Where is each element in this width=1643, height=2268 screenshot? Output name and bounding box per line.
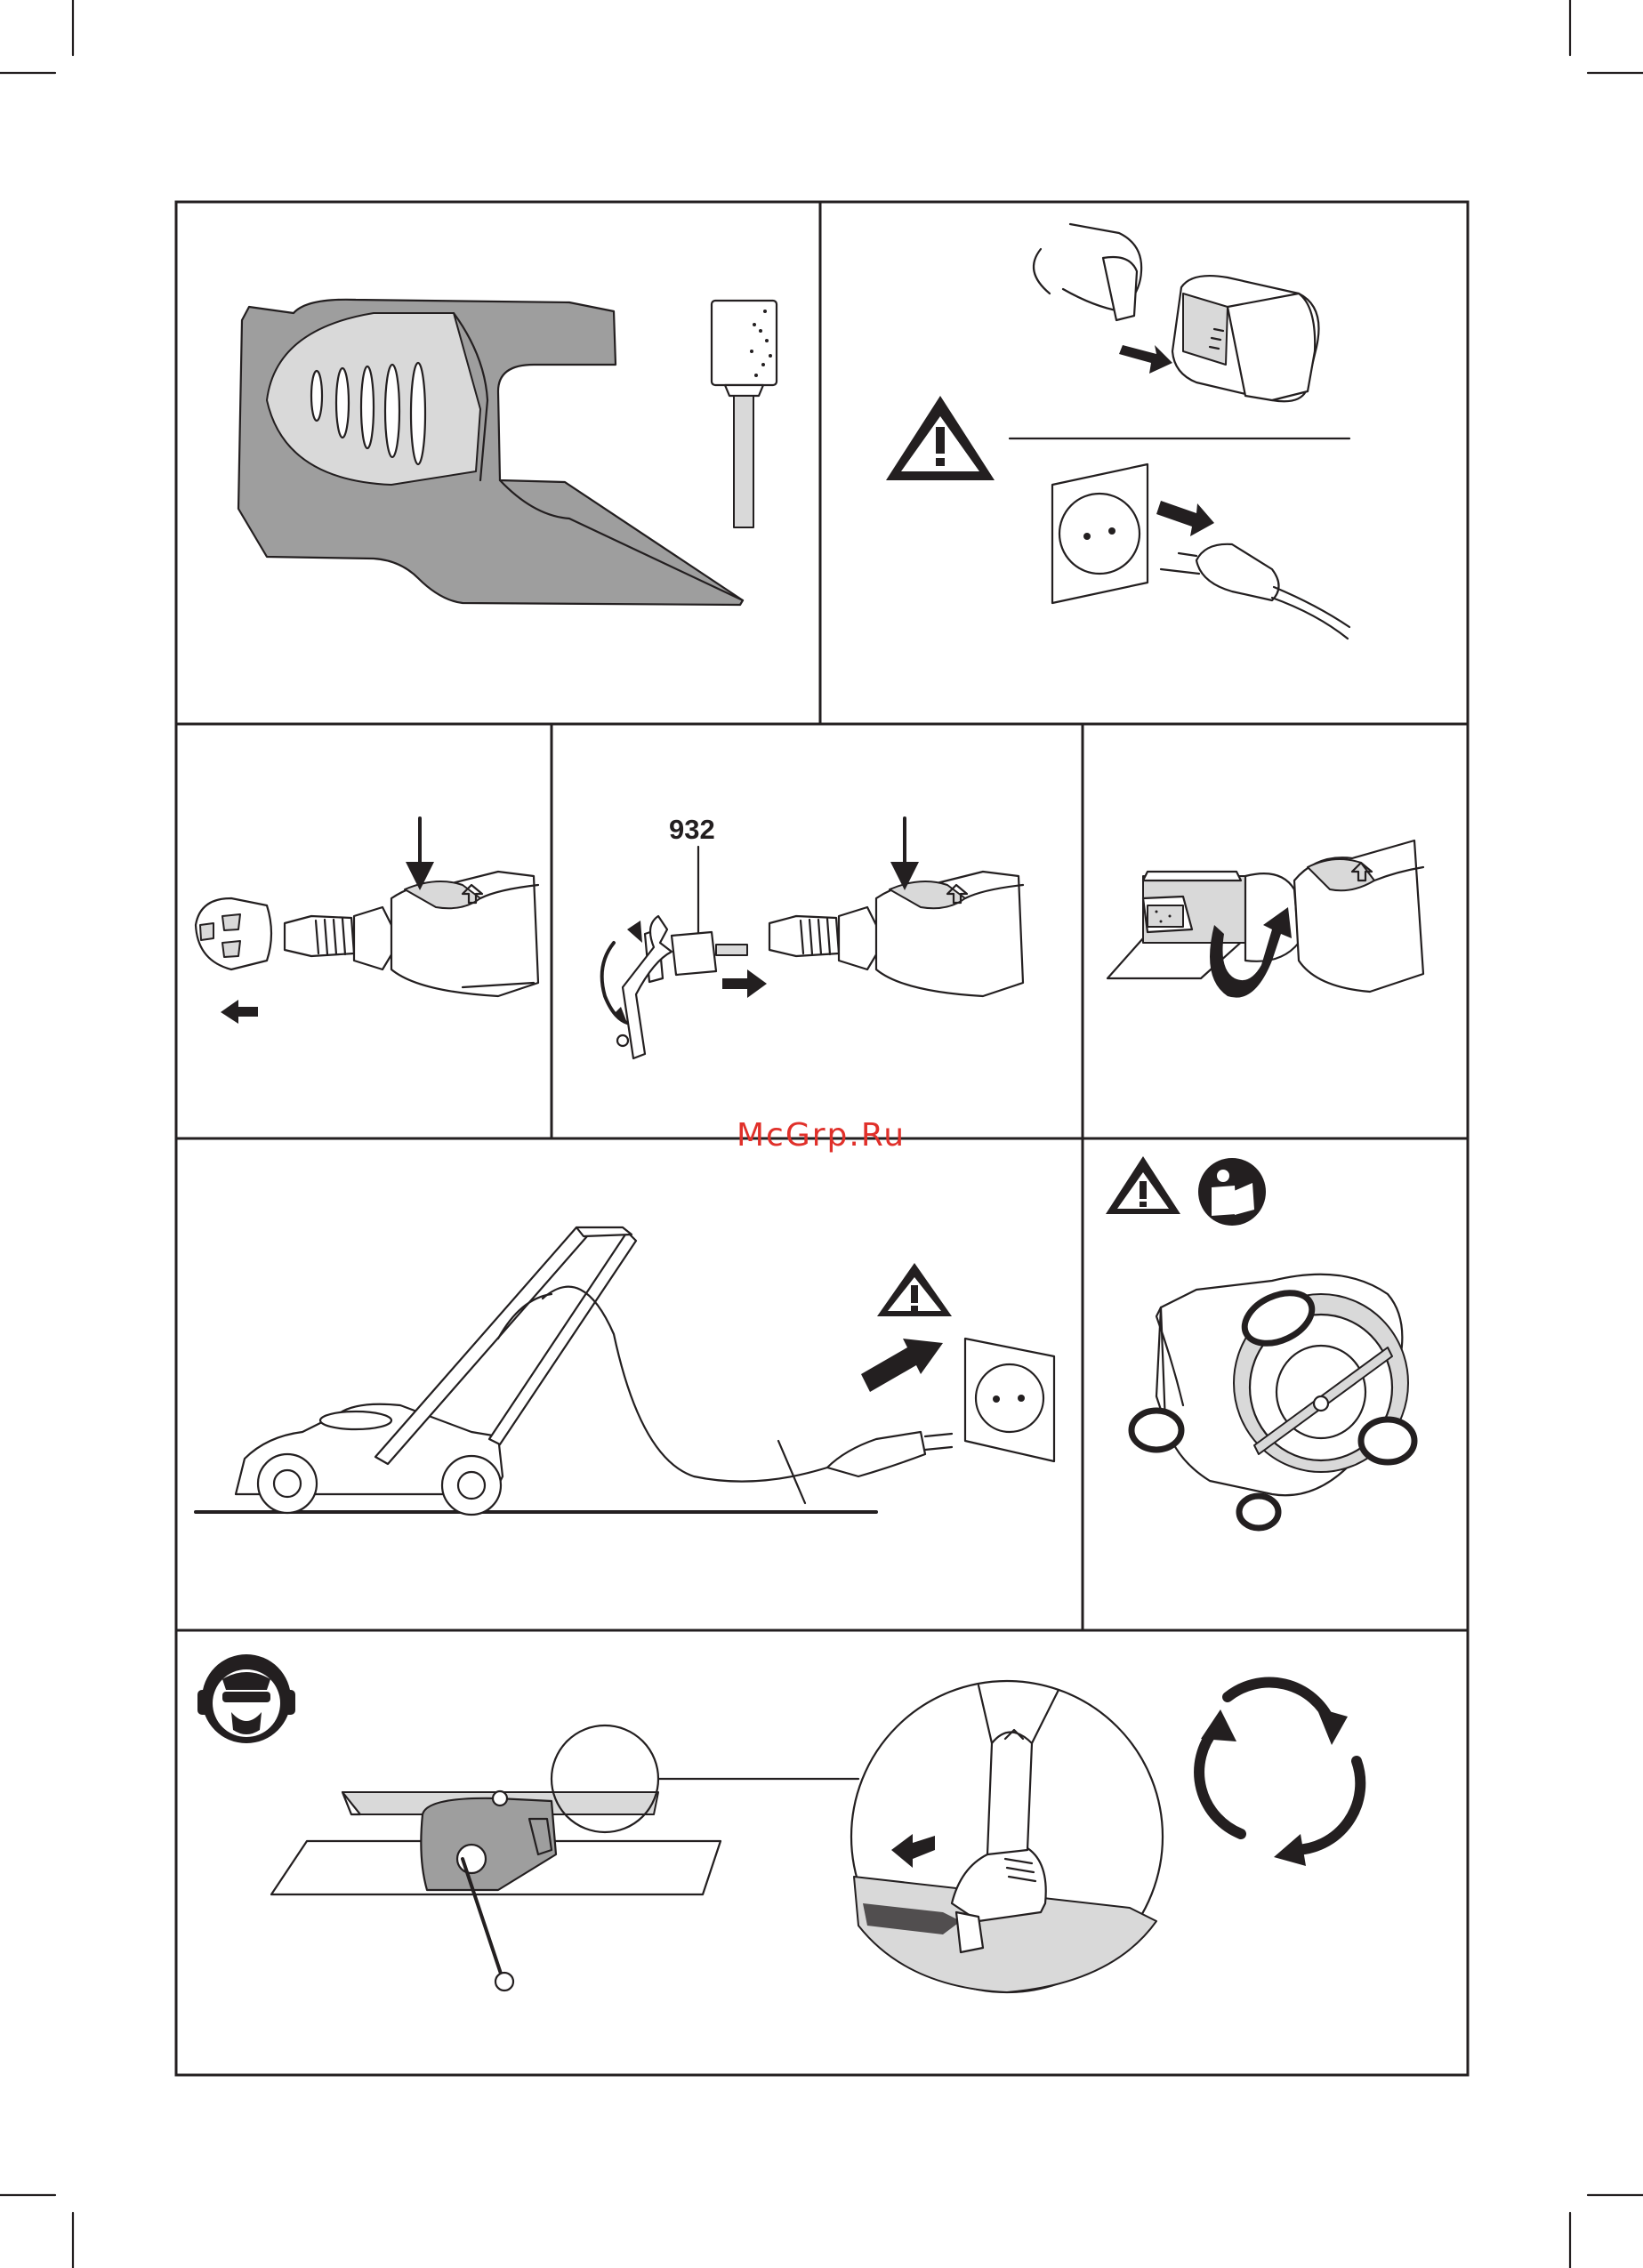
panel-3-collet-removal [196,818,538,1024]
mower-blade-underside [1132,1275,1414,1528]
panel-6-unplug-mower [196,1227,1054,1515]
wrench-icon [602,916,672,1058]
unplug-socket [1052,464,1349,639]
wheel [1361,1420,1414,1462]
blade-in-vise [271,1725,858,1991]
warning-icon [886,396,995,480]
panel-4-bit-insert: 932 [602,814,1023,1058]
grinding-stone-bit [712,301,777,527]
part-number-label: 932 [669,814,715,845]
battery-removal [1034,224,1319,401]
panel-2-safety-power [886,224,1349,639]
repeat-cycle-icon [1199,1682,1360,1866]
warning-icon [877,1263,952,1316]
warning-icon [1106,1156,1180,1214]
wheel [1239,1496,1278,1528]
panel-5-mount-attachment [1107,840,1423,998]
read-manual-icon [1198,1158,1266,1226]
panel-8-sharpen-blade [197,1654,1360,1992]
protective-gear-icon [197,1654,295,1743]
watermark: McGrp.Ru [737,1117,906,1154]
unplug-socket [965,1339,1054,1461]
panel-1-sharpening-attachment [238,300,777,605]
panel-7-blade-removal [1106,1156,1414,1528]
wheel [1132,1411,1181,1450]
sharpening-detail [851,1681,1163,1992]
lawn-mower [236,1227,636,1515]
